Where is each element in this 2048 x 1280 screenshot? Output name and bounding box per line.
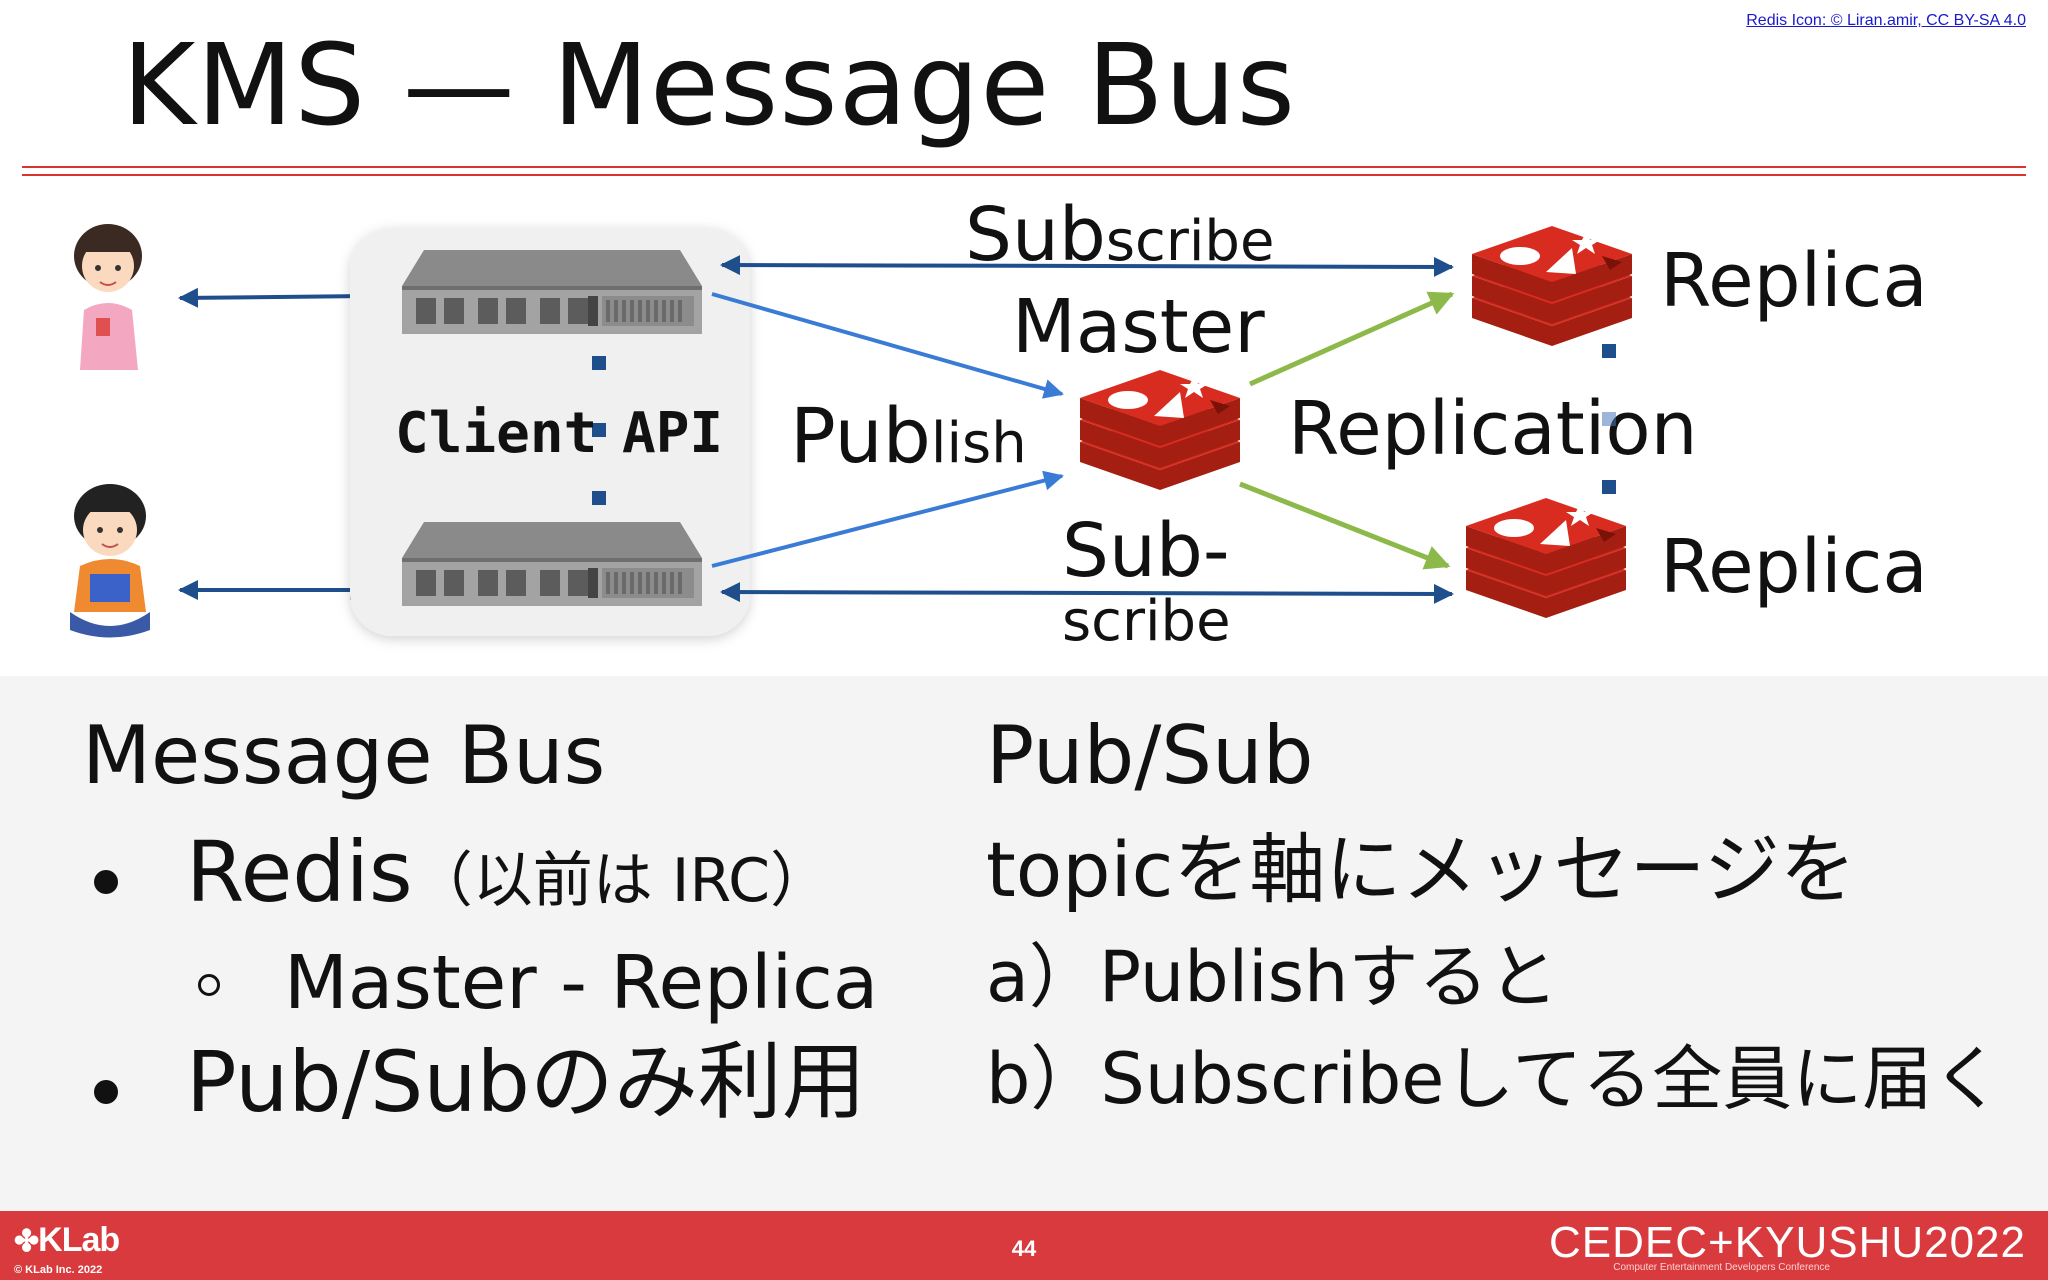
sub-bullet-master-replica: Master - Replica: [284, 940, 879, 1026]
replication-arrow-bottom: [1239, 481, 1451, 570]
bullet-dot-1: [94, 870, 118, 898]
user-client-arrow-top: [178, 286, 370, 308]
publish-arrow-top: [711, 292, 1064, 399]
subscribe-bottom-label-1: Sub-: [1062, 508, 1230, 594]
replication-label: Replication: [1288, 386, 1698, 472]
sub-bullet-ring: [198, 974, 220, 1000]
redis-replica-top-icon: [1472, 226, 1632, 346]
girl-user-icon: [74, 224, 142, 370]
content-panel: [0, 676, 2048, 1211]
icon-credit-link[interactable]: Redis Icon: © Liran.amir, CC BY-SA 4.0: [1746, 12, 2026, 29]
api-label: API: [622, 401, 723, 466]
bullet-redis: Redis（以前は IRC）: [186, 823, 831, 921]
cedec-kyushu-logo: CEDEC+KYUSHU2022: [1549, 1218, 2026, 1267]
subscribe-bottom-label-2: scribe: [1062, 589, 1231, 654]
client-label: Client: [395, 401, 597, 466]
subscribe-top-label: Subscribe: [965, 192, 1274, 278]
replica-bottom-label: Replica: [1660, 524, 1928, 610]
bullet-dot-2: [94, 1080, 118, 1108]
pubsub-line-2: a）Publishすると: [986, 936, 1559, 1018]
pubsub-line-1: topicを軸にメッセージを: [986, 825, 1856, 914]
redis-replica-bottom-icon: [1466, 498, 1626, 618]
slide-title: KMS — Message Bus: [122, 21, 1297, 151]
message-bus-diagram: Client API Subscribe Master Publish Repl…: [70, 192, 1928, 654]
title-divider-bottom: [22, 174, 2026, 176]
boy-user-icon: [70, 484, 150, 638]
bullet-pubsub-only: Pub/Subのみ利用: [186, 1033, 866, 1131]
server-top-icon: [402, 250, 702, 334]
pubsub-line-3: b）Subscribeしてる全員に届く: [986, 1038, 2003, 1120]
subscribe-arrow-top: [720, 255, 1454, 277]
left-heading: Message Bus: [82, 709, 606, 802]
publish-arrow-bottom: [711, 470, 1064, 568]
redis-master-icon: [1080, 370, 1240, 490]
replica-top-label: Replica: [1660, 238, 1928, 324]
copyright-text: © KLab Inc. 2022: [14, 1264, 103, 1276]
replication-arrow-top: [1248, 291, 1455, 387]
subscribe-arrow-bottom: [720, 582, 1454, 604]
title-divider-top: [22, 166, 2026, 168]
right-heading: Pub/Sub: [986, 709, 1314, 802]
klab-logo: ✤KLab: [14, 1221, 120, 1259]
master-label: Master: [1012, 284, 1265, 370]
cedec-subtitle: Computer Entertainment Developers Confer…: [1613, 1262, 1830, 1273]
page-number: 44: [1011, 1236, 1037, 1261]
publish-label: Publish: [790, 391, 1027, 480]
footer-bar: [0, 1211, 2048, 1280]
server-bottom-icon: [402, 522, 702, 606]
